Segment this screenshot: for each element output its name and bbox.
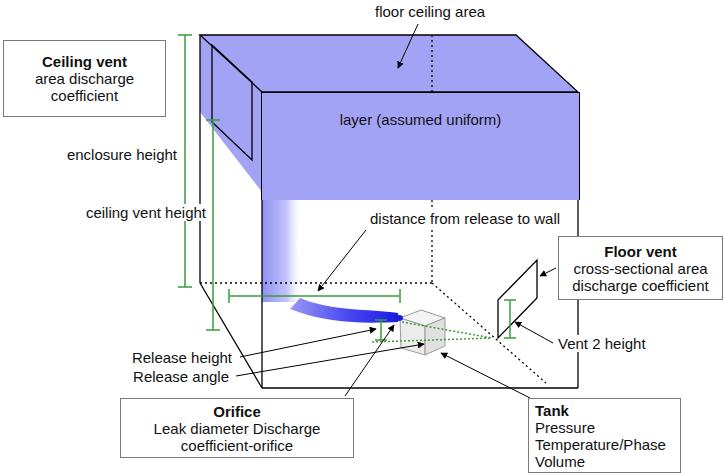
box-body: Pressure Temperature/Phase Volume [535,419,674,470]
box-heading: Floor vent [565,243,716,260]
box-body: cross-sectional area discharge coefficie… [565,260,716,294]
release-jet [290,298,398,323]
enclosure-edge [199,35,200,283]
distance-dimension [229,289,400,303]
leader-line [318,230,366,291]
angle-dimension [372,322,492,342]
box-heading: Ceiling vent [10,53,159,70]
floor-vent-shape [498,260,537,338]
tank-symbol [400,310,445,355]
enclosure-edge [200,35,578,92]
vent-box: Ceiling ventarea discharge coefficient [3,40,166,117]
dimension-label: Release height [131,349,233,366]
leader-line [236,344,424,376]
layer-text: layer (assumed uniform) [268,111,573,128]
dimension-label: Release angle [132,368,230,385]
layer-band: layer (assumed uniform) [261,92,580,200]
leader-line [540,268,556,276]
height-dimension [206,120,220,330]
wall-layer-face [200,35,262,192]
orifice-nozzle [395,315,403,321]
height-dimension [504,300,516,338]
ceiling-layer-face [200,35,578,92]
leader-line [398,24,418,68]
ceiling-vent-shape [212,45,252,160]
box-heading: Orifice [127,403,347,420]
vent-box: Floor ventcross-sectional area discharge… [558,236,723,300]
dimension-label: Vent 2 height [557,335,647,352]
leader-line [240,329,376,357]
leader-line [345,325,394,396]
orifice-box: OrificeLeak diameter Discharge coefficie… [120,398,354,458]
leader-line [515,322,553,343]
area-label: floor ceiling area [374,3,486,20]
rising-plume [262,190,303,302]
leader-line [441,353,530,398]
box-heading: Tank [535,402,674,419]
enclosure-outline [200,35,578,388]
dimension-label: enclosure height [66,146,178,163]
height-dimension [178,35,192,287]
dimension-label: distance from release to wall [369,210,561,227]
enclosure-edge [262,387,578,388]
tank-face [425,318,445,355]
box-body: area discharge coefficient [10,70,159,104]
box-body: Leak diameter Discharge coefficient-orif… [127,420,347,454]
dimension-label: ceiling vent height [85,204,207,221]
hidden-edge [200,35,546,383]
tank-face [400,318,425,355]
tank-box: TankPressure Temperature/Phase Volume [528,398,681,473]
